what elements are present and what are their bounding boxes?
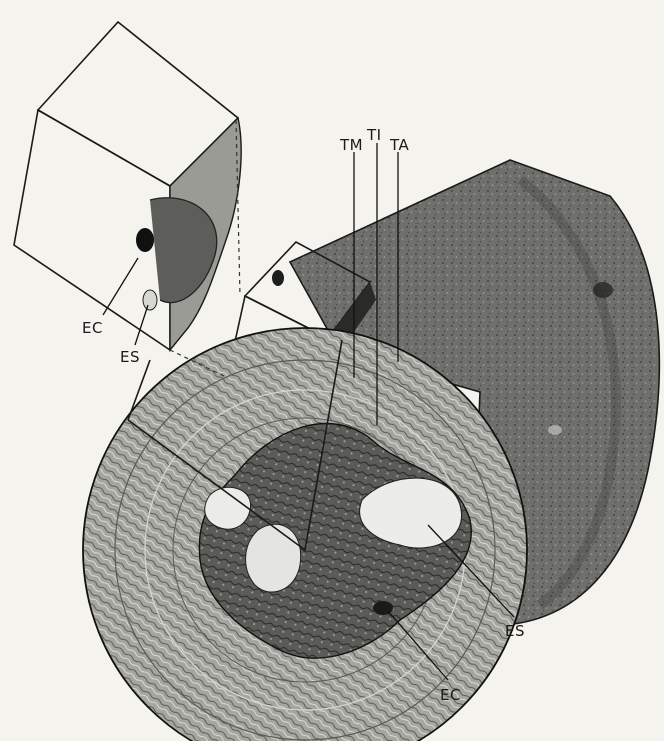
- label-ec-upper: EC: [82, 319, 103, 337]
- label-ta: TA: [389, 136, 409, 154]
- cross-section-disc: [83, 328, 527, 741]
- detached-block: [14, 22, 241, 350]
- label-tm: TM: [339, 136, 363, 154]
- label-ti: TI: [366, 126, 382, 144]
- label-es-upper: ES: [120, 348, 140, 366]
- label-es-lower: ES: [505, 622, 525, 640]
- leader-es-upper: [135, 305, 148, 345]
- leader-ec-upper: [103, 258, 138, 315]
- label-ec-lower: EC: [440, 686, 461, 704]
